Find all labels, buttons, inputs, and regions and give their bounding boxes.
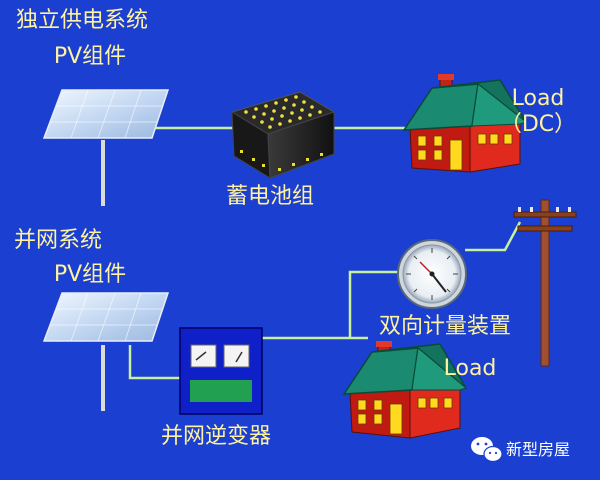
watermark-text: 新型房屋 [506, 440, 571, 459]
battery-terminals [244, 95, 322, 129]
meter-label: 双向计量装置 [378, 314, 511, 339]
battery-bank-icon [230, 91, 336, 179]
solar-panel-icon [42, 89, 170, 206]
solar-panel-icon [42, 292, 170, 411]
off-grid-load-label: Load [511, 86, 565, 111]
off-grid-title: 独立供电系统 [16, 8, 149, 33]
house-icon [342, 341, 468, 439]
utility-pole-icon [513, 199, 577, 367]
inverter-icon [179, 327, 263, 415]
grid-tied-title: 并网系统 [14, 228, 103, 253]
load-type-label: （DC） [499, 112, 577, 137]
wire-house-meter [348, 270, 400, 338]
wire-meter-pole [465, 221, 522, 252]
wires [128, 126, 522, 380]
inverter-label: 并网逆变器 [160, 424, 271, 449]
off-grid-pv-label: PV组件 [53, 44, 127, 69]
house-icon [402, 74, 528, 173]
battery-label: 蓄电池组 [225, 184, 314, 209]
meter-icon [397, 239, 467, 309]
grid-tied-pv-label: PV组件 [53, 262, 127, 287]
grid-tied-load-label: Load [443, 356, 497, 381]
wechat-icon [471, 437, 503, 463]
wire-panel-inverter [128, 345, 180, 380]
